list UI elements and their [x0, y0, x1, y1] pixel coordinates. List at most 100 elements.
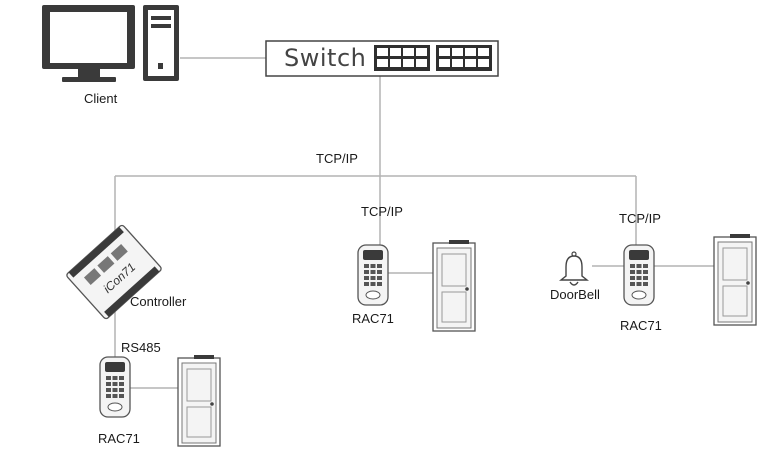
monitor-neck: [78, 69, 100, 78]
switch-port: [377, 48, 388, 56]
reader-key: [636, 276, 642, 280]
reader-display: [363, 250, 383, 260]
reader-key: [377, 282, 382, 286]
door-upper-panel: [441, 253, 467, 287]
reader-key: [370, 264, 376, 268]
reader-key: [377, 276, 382, 280]
client-label: Client: [84, 91, 118, 106]
door-lower-panel: [186, 406, 212, 438]
reader-key: [364, 264, 369, 268]
reader-key: [106, 382, 111, 386]
door-leaf: [717, 241, 753, 323]
reader-key: [643, 282, 648, 286]
door-handle: [210, 402, 214, 406]
reader-key: [636, 270, 642, 274]
switch-port: [465, 59, 476, 67]
reader-key: [112, 394, 118, 398]
reader-display: [629, 250, 649, 260]
network-switch-icon: [265, 40, 499, 77]
reader-center-label: RAC71: [352, 311, 394, 326]
bell-clapper: [569, 281, 579, 286]
switch-port: [439, 59, 450, 67]
doorbell-icon: [559, 251, 589, 286]
door-center-icon: [432, 240, 476, 332]
reader-key: [119, 382, 124, 386]
reader-key: [112, 376, 118, 380]
controller-chip-3: [110, 244, 128, 261]
switch-port: [478, 59, 489, 67]
connection-lines: [114, 57, 714, 389]
switch-port: [465, 48, 476, 56]
door-upper-panel: [722, 247, 748, 281]
tower-drive-1: [151, 16, 171, 20]
reader-key: [370, 270, 376, 274]
card-reader-left-icon: [99, 356, 131, 418]
tcpip-main-label: TCP/IP: [316, 151, 358, 166]
door-handle: [746, 281, 750, 285]
door-leaf: [181, 362, 217, 444]
switch-port: [478, 48, 489, 56]
doors-group: [177, 234, 757, 447]
reader-key: [106, 394, 111, 398]
reader-key: [377, 264, 382, 268]
reader-key: [119, 394, 124, 398]
card-reader-right-icon: [623, 244, 655, 306]
reader-right-label: RAC71: [620, 318, 662, 333]
reader-key: [106, 388, 111, 392]
controller-label: Controller: [130, 294, 187, 309]
door-lower-panel: [722, 285, 748, 317]
reader-key: [112, 388, 118, 392]
switch-port: [390, 48, 401, 56]
monitor-screen: [50, 12, 127, 63]
rs485-label: RS485: [121, 340, 161, 355]
reader-key: [643, 264, 648, 268]
door-left-icon: [177, 355, 221, 447]
readers-group: [99, 244, 655, 418]
reader-key: [630, 276, 635, 280]
door-lower-panel: [441, 291, 467, 323]
controller-terminal-bottom: [104, 266, 160, 318]
switch-port: [452, 59, 463, 67]
door-closer: [449, 240, 469, 244]
reader-left-label: RAC71: [98, 431, 140, 446]
switch-port: [403, 59, 414, 67]
switch-port: [439, 48, 450, 56]
reader-key: [119, 376, 124, 380]
reader-fingerprint-sensor: [107, 402, 123, 412]
switch-port: [416, 48, 427, 56]
door-upper-panel: [186, 368, 212, 402]
controller-chip-1: [83, 268, 102, 285]
door-right-icon: [713, 234, 757, 326]
reader-fingerprint-sensor: [365, 290, 381, 300]
reader-key: [370, 282, 376, 286]
card-reader-center-icon: [357, 244, 389, 306]
switch-port: [377, 59, 388, 67]
reader-key: [643, 276, 648, 280]
reader-key: [643, 270, 648, 274]
door-handle: [465, 287, 469, 291]
reader-key: [630, 270, 635, 274]
reader-key: [364, 282, 369, 286]
reader-key: [119, 388, 124, 392]
reader-key: [364, 276, 369, 280]
monitor-base: [62, 77, 116, 82]
reader-key: [106, 376, 111, 380]
tcpip-center-label: TCP/IP: [361, 204, 403, 219]
reader-key: [636, 264, 642, 268]
switch-label: Switch: [284, 44, 367, 72]
tower-drive-2: [151, 24, 171, 28]
switch-port: [403, 48, 414, 56]
bell-top-knob: [571, 251, 577, 257]
door-closer: [194, 355, 214, 359]
reader-key: [112, 382, 118, 386]
switch-ports: [374, 45, 492, 71]
reader-key: [630, 264, 635, 268]
switch-port: [452, 48, 463, 56]
bell-body: [559, 255, 589, 281]
reader-key: [630, 282, 635, 286]
controller-chip-2: [97, 256, 115, 273]
reader-display: [105, 362, 125, 372]
switch-port: [416, 59, 427, 67]
